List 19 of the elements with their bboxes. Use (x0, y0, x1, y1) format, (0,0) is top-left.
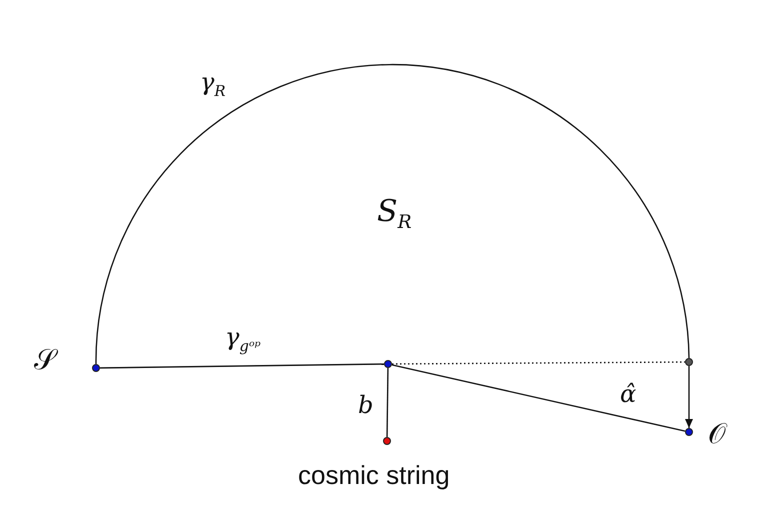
edge-label: γ$_{gᵒᵖ}$ (225, 325, 261, 354)
arrow (685, 366, 693, 428)
point-dot (384, 360, 392, 368)
dotted-line (392, 361, 685, 365)
point-dot (685, 358, 693, 366)
line (100, 363, 384, 369)
edge-label: γ$_{R}$ (200, 70, 226, 99)
line (392, 364, 686, 432)
line (386, 368, 389, 437)
angle-label: α̂ (620, 382, 636, 406)
semicircle-arc (95, 64, 690, 364)
point-caption: cosmic string (298, 462, 450, 488)
edge-label: b (358, 393, 374, 417)
point-label: 𝒮 (34, 346, 56, 374)
region-label: S$_{R}$ (377, 197, 412, 233)
point-dot (383, 437, 391, 445)
point-dot (685, 428, 693, 436)
point-dot (92, 364, 100, 372)
point-label: 𝒪 (708, 420, 726, 448)
